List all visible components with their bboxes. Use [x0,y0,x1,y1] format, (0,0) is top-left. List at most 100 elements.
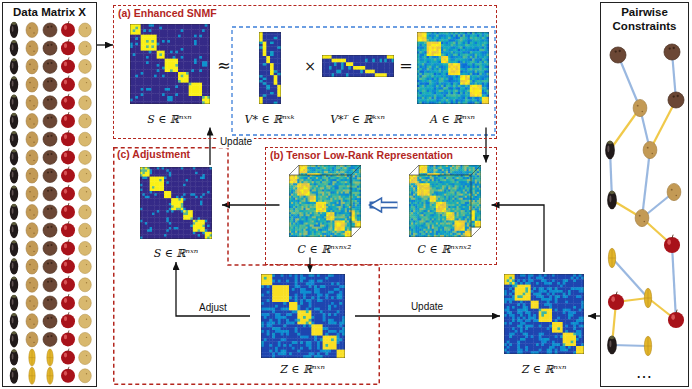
illustration-part [474,32,477,35]
illustration-part [143,61,146,64]
arrow-connector [492,205,545,272]
illustration-part [159,82,162,85]
illustration-part [331,62,334,66]
illustration-part [146,88,149,91]
illustration-part [199,90,202,93]
illustration-part [61,205,75,219]
illustration-part [175,50,178,53]
illustration-part [207,29,210,32]
illustration-part [445,44,448,47]
illustration-part [26,205,38,220]
illustration-part [132,72,135,75]
illustration-part [10,295,18,311]
illustration-part [159,101,162,104]
illustration-part [11,22,17,25]
illustration-part [132,61,135,64]
illustration-part [262,56,266,59]
illustration-part [130,69,133,72]
illustration-part [178,53,181,56]
illustration-part [391,58,393,62]
illustration-part [438,34,441,37]
illustration-part [159,96,162,99]
illustration-part [151,90,154,93]
illustration-part [353,69,356,73]
illustration-part [86,337,87,338]
illustration-part [29,264,31,266]
illustration-part [266,70,270,73]
illustration-part [191,48,194,51]
illustration-part [391,69,393,73]
illustration-part [140,45,143,48]
illustration-part [143,82,146,85]
illustration-part [469,39,472,42]
illustration-part [196,101,199,104]
illustration-part [86,355,87,356]
illustration-part [424,44,427,47]
illustration-part [199,88,202,91]
illustration-part [151,24,154,27]
illustration-part [47,226,49,228]
illustration-part [460,48,463,51]
illustration-part [132,64,135,67]
illustration-part [164,96,167,99]
illustration-part [199,34,202,37]
illustration-part [86,137,87,138]
illustration-part [47,263,49,265]
illustration-part [605,44,684,356]
illustration-part [140,56,143,59]
illustration-part [61,169,75,183]
illustration-part [175,85,178,88]
illustration-part [79,59,92,73]
edge-group [486,128,487,163]
illustration-part [68,239,69,242]
illustration-part [138,85,141,88]
illustration-part [146,80,149,83]
illustration-part [86,228,87,229]
illustration-part [79,78,92,92]
illustration-part [270,56,274,59]
illustration-part [196,88,199,91]
illustration-part [194,77,197,80]
illustration-part [135,101,138,104]
illustration-part [47,335,49,337]
illustration-part [350,69,353,73]
illustration-part [607,145,609,152]
illustration-part [68,349,69,352]
illustration-part [43,260,57,274]
illustration-part [443,48,446,51]
illustration-part [350,58,353,62]
illustration-part [159,24,162,27]
illustration-part [259,80,263,83]
illustration-part [204,82,207,85]
illustration-part [135,53,138,56]
illustration-part [79,169,92,183]
illustration-part [162,37,165,40]
illustration-part [460,41,463,44]
illustration-part [11,331,17,334]
illustration-part [130,77,133,80]
illustration-part [146,50,149,53]
illustration-part [167,34,170,37]
illustration-part [462,41,465,44]
illustration-part [370,73,373,77]
illustration-part [64,316,67,321]
illustration-part [130,29,133,32]
illustration-part [61,221,75,237]
illustration-part [365,73,368,77]
illustration-part [68,330,69,333]
illustration-part [196,72,199,75]
illustration-part [194,88,197,91]
illustration-part [164,74,167,77]
illustration-part [673,95,675,97]
illustration-part [204,88,207,91]
illustration-part [47,117,49,119]
illustration-part [607,191,617,209]
illustration-part [443,46,446,49]
illustration-part [172,85,175,88]
illustration-part [86,173,87,174]
illustration-part [183,45,186,48]
illustration-part [486,44,488,47]
illustration-part [180,74,183,77]
illustration-part [43,187,57,201]
illustration-part [167,37,170,40]
